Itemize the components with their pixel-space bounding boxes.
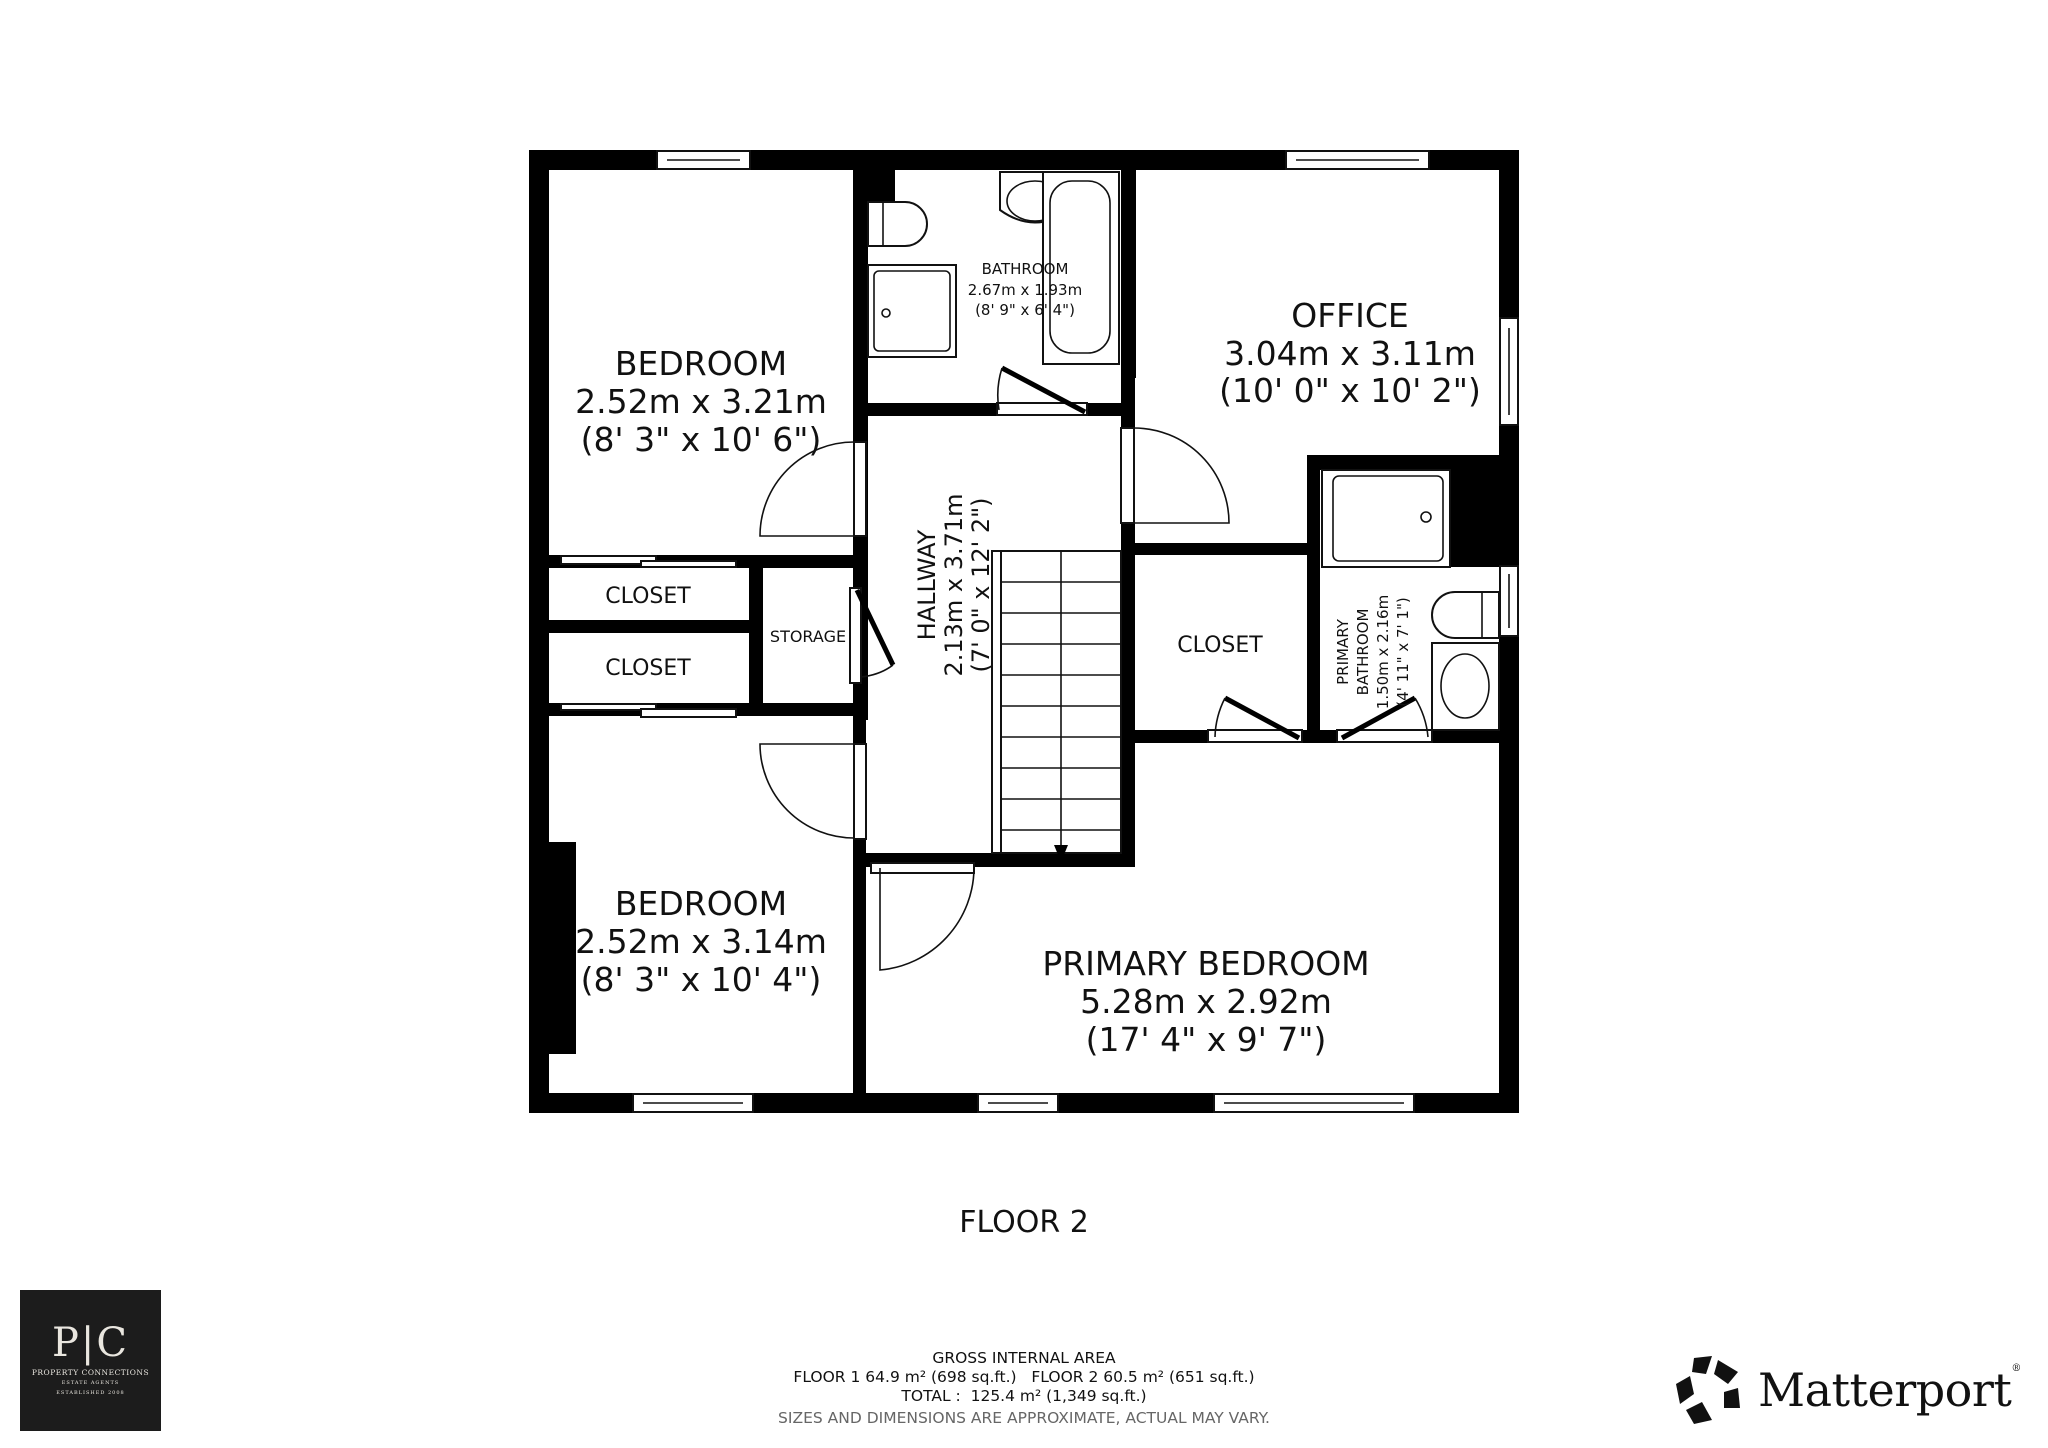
room-labels: BEDROOM 2.52m x 3.21m (8' 3" x 10' 6") B… bbox=[575, 260, 1481, 1059]
hallway-metric: 2.13m x 3.71m bbox=[940, 493, 968, 676]
office-metric: 3.04m x 3.11m bbox=[1224, 334, 1476, 373]
windows bbox=[632, 150, 1519, 1113]
hallway-name: HALLWAY bbox=[913, 529, 941, 640]
bedroom-bottom-label: BEDROOM 2.52m x 3.14m (8' 3" x 10' 4") bbox=[575, 884, 827, 999]
area-floors: FLOOR 1 64.9 m² (698 sq.ft.) FLOOR 2 60.… bbox=[793, 1368, 1255, 1386]
area-heading: GROSS INTERNAL AREA bbox=[932, 1349, 1116, 1367]
hallway-label: HALLWAY 2.13m x 3.71m (7' 0" x 12' 2") bbox=[913, 493, 995, 676]
registered-mark: ® bbox=[2011, 1363, 2021, 1374]
closet-right-name: CLOSET bbox=[1177, 633, 1263, 658]
closet-lower-name: CLOSET bbox=[605, 656, 691, 681]
floor-label: FLOOR 2 bbox=[959, 1205, 1089, 1240]
bedroom-top-label: BEDROOM 2.52m x 3.21m (8' 3" x 10' 6") bbox=[575, 344, 827, 459]
area-total: TOTAL : 125.4 m² (1,349 sq.ft.) bbox=[901, 1387, 1147, 1405]
primary-bathroom-name-1: PRIMARY bbox=[1334, 618, 1352, 685]
primary-bathroom-label: PRIMARY BATHROOM 1.50m x 2.16m (4' 11" x… bbox=[1334, 595, 1412, 709]
agent-name: PROPERTY CONNECTIONS bbox=[31, 1368, 150, 1377]
bathroom-label: BATHROOM 2.67m x 1.93m (8' 9" x 6' 4") bbox=[968, 260, 1082, 319]
primary-bathroom-metric: 1.50m x 2.16m bbox=[1374, 595, 1392, 709]
bedroom-top-name: BEDROOM bbox=[615, 344, 787, 383]
bedroom-bottom-imperial: (8' 3" x 10' 4") bbox=[581, 960, 822, 999]
bathroom-imperial: (8' 9" x 6' 4") bbox=[975, 301, 1075, 319]
matterport-wordmark: Matterport bbox=[1758, 1363, 2012, 1417]
office-imperial: (10' 0" x 10' 2") bbox=[1219, 371, 1481, 410]
agent-logo: P|C PROPERTY CONNECTIONS ESTATE AGENTS E… bbox=[20, 1290, 161, 1431]
matterport-mark-icon bbox=[1676, 1356, 1740, 1424]
doors bbox=[560, 365, 1433, 971]
office-label: OFFICE 3.04m x 3.11m (10' 0" x 10' 2") bbox=[1219, 296, 1481, 410]
office-name: OFFICE bbox=[1291, 296, 1409, 335]
agent-monogram: P|C bbox=[52, 1320, 129, 1366]
primary-bedroom-name: PRIMARY BEDROOM bbox=[1042, 944, 1369, 983]
bathroom-metric: 2.67m x 1.93m bbox=[968, 281, 1082, 299]
agent-established: ESTABLISHED 2008 bbox=[56, 1390, 125, 1396]
bedroom-top-metric: 2.52m x 3.21m bbox=[575, 382, 827, 421]
bedroom-bottom-name: BEDROOM bbox=[615, 884, 787, 923]
area-summary: GROSS INTERNAL AREA FLOOR 1 64.9 m² (698… bbox=[0, 1349, 2048, 1428]
primary-bathroom-name-2: BATHROOM bbox=[1354, 609, 1372, 696]
primary-bedroom-label: PRIMARY BEDROOM 5.28m x 2.92m (17' 4" x … bbox=[1042, 944, 1369, 1059]
fixtures bbox=[867, 171, 1500, 862]
primary-bathroom-imperial: (4' 11" x 7' 1") bbox=[1394, 597, 1412, 706]
primary-bedroom-imperial: (17' 4" x 9' 7") bbox=[1086, 1020, 1327, 1059]
primary-bedroom-metric: 5.28m x 2.92m bbox=[1080, 982, 1332, 1021]
matterport-logo: Matterport® bbox=[1672, 1355, 2021, 1425]
bedroom-bottom-metric: 2.52m x 3.14m bbox=[575, 922, 827, 961]
bedroom-top-imperial: (8' 3" x 10' 6") bbox=[581, 420, 822, 459]
storage-name: STORAGE bbox=[770, 627, 846, 646]
hallway-imperial: (7' 0" x 12' 2") bbox=[967, 497, 995, 672]
bathroom-name: BATHROOM bbox=[982, 260, 1069, 278]
area-disclaimer: SIZES AND DIMENSIONS ARE APPROXIMATE, AC… bbox=[778, 1409, 1270, 1427]
closet-upper-name: CLOSET bbox=[605, 584, 691, 609]
agent-tagline: ESTATE AGENTS bbox=[61, 1380, 120, 1386]
